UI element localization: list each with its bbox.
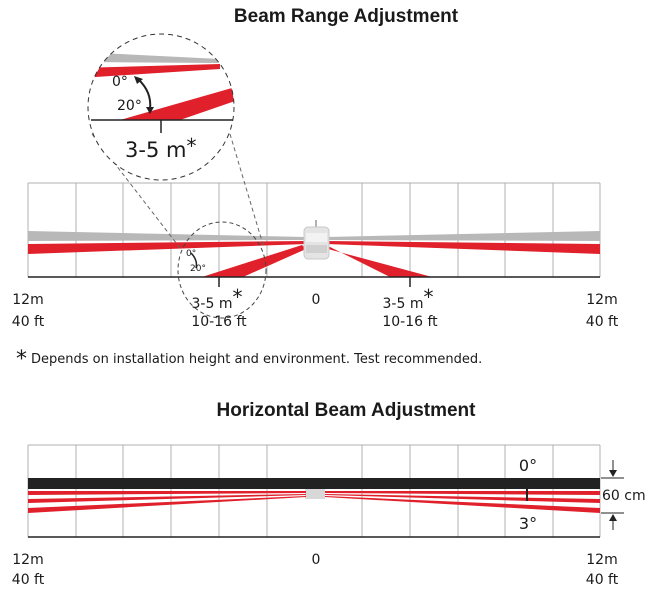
horizontal-center-label: 0 <box>311 552 321 568</box>
horizontal-grid <box>27 444 601 537</box>
zoom-red-beam-0 <box>88 64 220 78</box>
range-mid-right-ft: 10-16 ft <box>382 314 438 330</box>
beam-range-title: Beam Range Adjustment <box>233 6 459 27</box>
zoom-range-label: 3-5 m* <box>125 134 197 162</box>
sensor-device <box>303 220 330 260</box>
footnote: * Depends on installation height and envi… <box>16 344 483 372</box>
range-left-m: 12m <box>12 292 44 308</box>
height-60cm-label: 60 cm <box>602 488 646 504</box>
horizontal-right-ft: 40 ft <box>585 572 619 588</box>
zoom-angle-20-label: 20° <box>117 98 142 114</box>
range-right-ft: 40 ft <box>585 314 619 330</box>
range-grid <box>27 182 601 277</box>
hbeam-right-3 <box>325 496 600 513</box>
footnote-asterisk: * <box>16 347 27 372</box>
hbeam-left-2 <box>28 494 306 503</box>
zoom-connector-right <box>229 133 265 249</box>
hbeam-right-2 <box>325 494 600 503</box>
zoom-dashed-circle <box>87 33 235 181</box>
horizontal-left-m: 12m <box>12 552 44 568</box>
inset-dashed-circle <box>177 221 267 319</box>
black-reference-bar <box>28 478 600 489</box>
hbeam-right-1 <box>325 491 600 495</box>
inset-angle-20-label: 20° <box>190 264 206 274</box>
red-beam-right-20 <box>326 245 432 277</box>
red-beam-right-0 <box>326 241 600 254</box>
horizontal-left-ft: 40 ft <box>11 572 45 588</box>
gray-beam-left <box>28 231 306 241</box>
range-left-ft: 40 ft <box>11 314 45 330</box>
horizontal-beam-title: Horizontal Beam Adjustment <box>216 400 476 421</box>
range-center-label: 0 <box>311 292 321 308</box>
zoom-angle-0-label: 0° <box>112 74 128 90</box>
hbeam-left-1 <box>28 491 306 495</box>
horizontal-right-m: 12m <box>586 552 618 568</box>
inset-angle-arrow <box>190 252 198 269</box>
inset-angle-0-label: 0° <box>186 249 197 259</box>
horizontal-angle-0-label: 0° <box>518 456 538 475</box>
range-mid-left-m: 3-5 m* <box>191 285 243 312</box>
hbeam-left-3 <box>28 496 306 513</box>
red-beam-left-0 <box>28 241 306 254</box>
range-right-m: 12m <box>586 292 618 308</box>
gray-beam-right <box>326 231 600 241</box>
range-mid-right-m: 3-5 m* <box>382 285 434 312</box>
red-beam-left-20 <box>202 245 306 277</box>
range-mid-left-ft: 10-16 ft <box>191 314 247 330</box>
zoom-gray-beam <box>88 52 220 63</box>
footnote-text: Depends on installation height and envir… <box>31 352 483 367</box>
horizontal-angle-3-label: 3° <box>518 514 538 533</box>
horizontal-sensor <box>305 489 325 499</box>
